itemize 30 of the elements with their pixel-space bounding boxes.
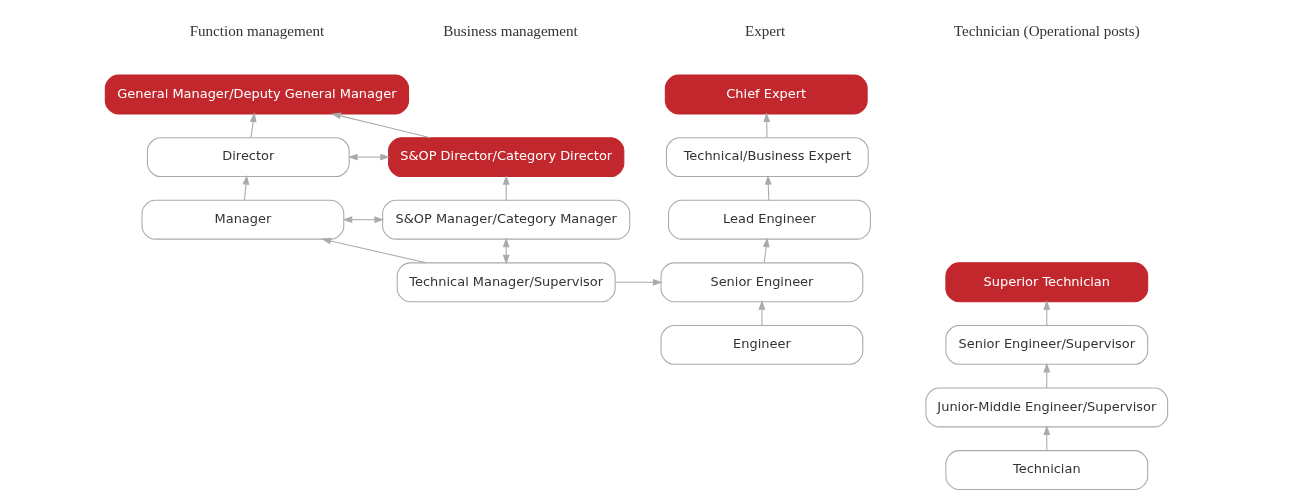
arrow	[342, 216, 384, 224]
label: Function management	[189, 22, 324, 39]
arrow	[330, 112, 431, 139]
node-box: Technical Manager/Supervisor	[396, 262, 616, 303]
node-box: Technician	[944, 450, 1148, 490]
node-box: Senior Engineer/Supervisor	[944, 324, 1148, 365]
arrow	[320, 237, 427, 264]
node-box: S&OP Manager/Category Manager	[381, 199, 630, 240]
arrow	[347, 153, 390, 161]
label: Technician (Operational posts)	[953, 22, 1140, 39]
arrow	[614, 278, 663, 286]
node-box: Senior Engineer	[660, 262, 863, 303]
node-box: General Manager/Deputy General Manager	[104, 74, 409, 115]
arrow	[762, 237, 770, 264]
node-box: Chief Expert	[664, 74, 868, 115]
arrow	[242, 174, 249, 201]
node-box: Junior-Middle Engineer/Supervisor	[924, 387, 1168, 428]
node-box: Engineer	[660, 324, 863, 365]
arrow	[1042, 425, 1050, 452]
node-box: Director	[146, 137, 350, 178]
node-box: Superior Technician	[944, 262, 1148, 303]
node-box: Manager	[140, 199, 344, 240]
node-box: Lead Engineer	[667, 199, 871, 240]
arrow	[762, 112, 770, 139]
node-box: Technical/Business Expert	[665, 137, 869, 178]
label: Business management	[442, 22, 578, 39]
arrow	[758, 300, 765, 326]
node-box: S&OP Director/Category Director	[387, 137, 624, 178]
label: Expert	[744, 22, 785, 39]
arrow	[249, 112, 257, 139]
